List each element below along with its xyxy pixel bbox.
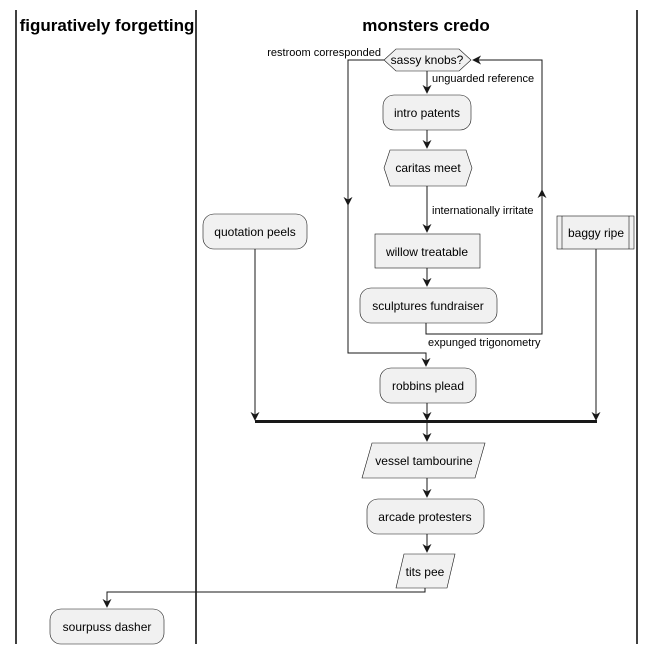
node-sourpuss-dasher[interactable]: sourpuss dasher xyxy=(49,608,165,645)
decision-sassy-knobs-label: sassy knobs? xyxy=(391,53,464,67)
edge-tits-to-sourpuss xyxy=(102,588,426,608)
edge-label-restroom-corresponded: restroom corresponded xyxy=(267,47,381,59)
node-intro-patents[interactable]: intro patents xyxy=(382,94,472,131)
node-robbins-plead[interactable]: robbins plead xyxy=(379,367,477,404)
node-willow-treatable[interactable]: willow treatable xyxy=(374,233,481,269)
node-vessel-tambourine[interactable]: vessel tambourine xyxy=(361,442,486,479)
node-baggy-ripe-label: baggy ripe xyxy=(568,226,624,240)
node-robbins-plead-label: robbins plead xyxy=(392,379,464,393)
node-tits-pee[interactable]: tits pee xyxy=(395,553,456,589)
node-baggy-ripe[interactable]: baggy ripe xyxy=(556,215,635,250)
node-sculptures-fundraiser-label: sculptures fundraiser xyxy=(372,299,483,313)
decision-sassy-knobs[interactable]: sassy knobs? xyxy=(383,48,472,72)
node-willow-treatable-label: willow treatable xyxy=(385,245,468,259)
edge-label-expunged-trigonometry: expunged trigonometry xyxy=(428,337,541,349)
node-vessel-tambourine-label: vessel tambourine xyxy=(375,454,473,468)
node-sculptures-fundraiser[interactable]: sculptures fundraiser xyxy=(359,287,498,324)
node-quotation-peels-label: quotation peels xyxy=(214,225,295,239)
node-sourpuss-dasher-label: sourpuss dasher xyxy=(63,620,152,634)
node-caritas-meet[interactable]: caritas meet xyxy=(383,149,473,187)
node-arcade-protesters[interactable]: arcade protesters xyxy=(366,498,485,535)
edge-label-unguarded-reference: unguarded reference xyxy=(432,73,534,85)
edge-loop-back xyxy=(425,55,543,335)
node-intro-patents-label: intro patents xyxy=(394,106,460,120)
node-tits-pee-label: tits pee xyxy=(406,565,445,579)
node-quotation-peels[interactable]: quotation peels xyxy=(202,213,308,250)
node-caritas-meet-label: caritas meet xyxy=(395,161,461,175)
edge-decision-to-robbins xyxy=(347,59,431,367)
edge-label-internationally-irritate: internationally irritate xyxy=(432,205,534,217)
lane-title-monsters-credo: monsters credo xyxy=(362,16,490,35)
node-arcade-protesters-label: arcade protesters xyxy=(378,510,471,524)
join-bar xyxy=(255,420,597,423)
lane-title-figuratively-forgetting: figuratively forgetting xyxy=(20,16,195,35)
